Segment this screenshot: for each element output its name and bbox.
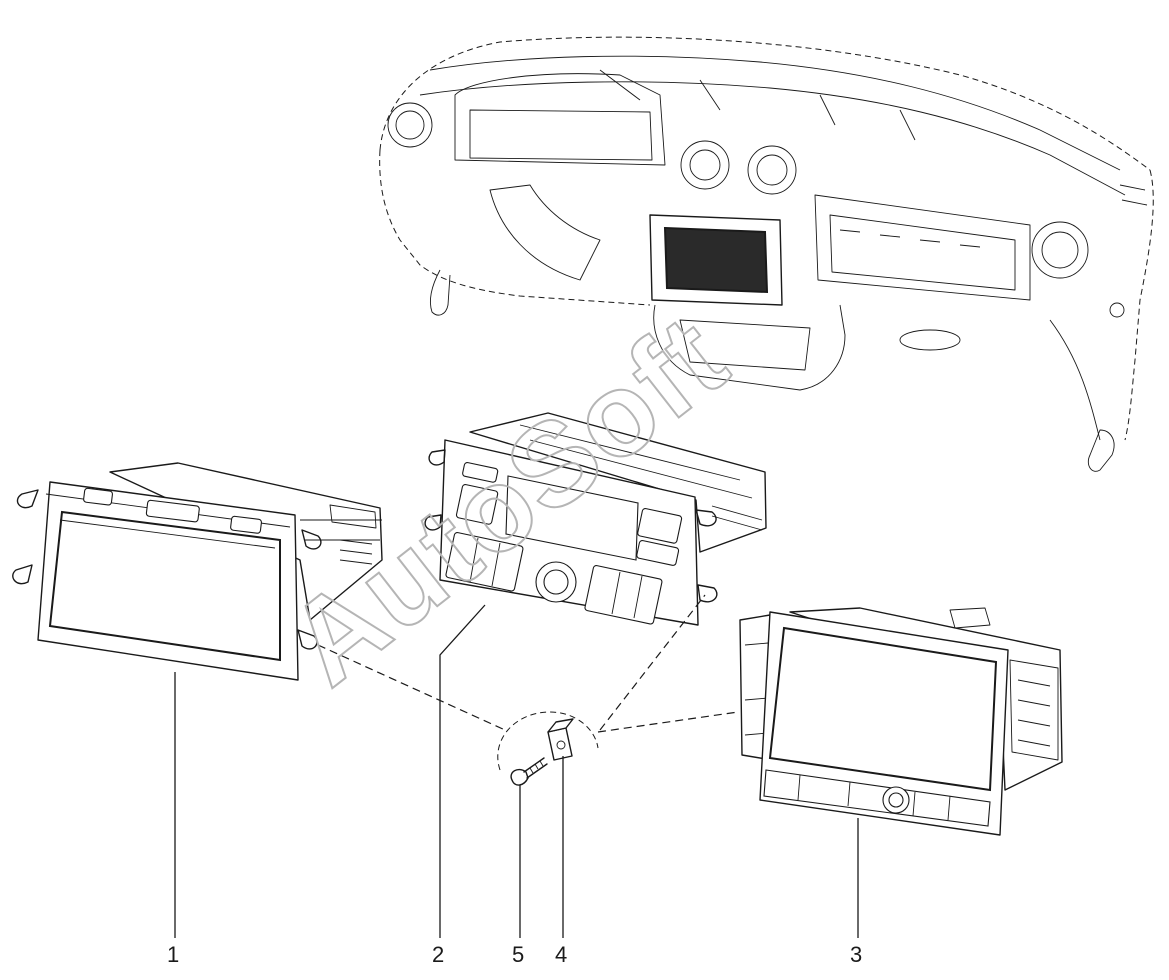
callout-labels: 1 2 3 4 5 <box>167 942 862 967</box>
callout-5: 5 <box>512 942 524 967</box>
callout-2: 2 <box>432 942 444 967</box>
callout-4: 4 <box>555 942 567 967</box>
media-display-unit-icon <box>739 607 1063 836</box>
callout-leaders <box>174 604 859 938</box>
dashboard-outline-icon <box>379 36 1154 472</box>
callout-3: 3 <box>850 942 862 967</box>
radio-cd-unit-icon <box>424 412 767 626</box>
bracket-icon <box>547 718 574 761</box>
callout-1: 1 <box>167 942 179 967</box>
media-nav-unit-icon <box>12 462 383 681</box>
assembly-links <box>317 594 739 771</box>
screw-icon <box>510 757 548 786</box>
